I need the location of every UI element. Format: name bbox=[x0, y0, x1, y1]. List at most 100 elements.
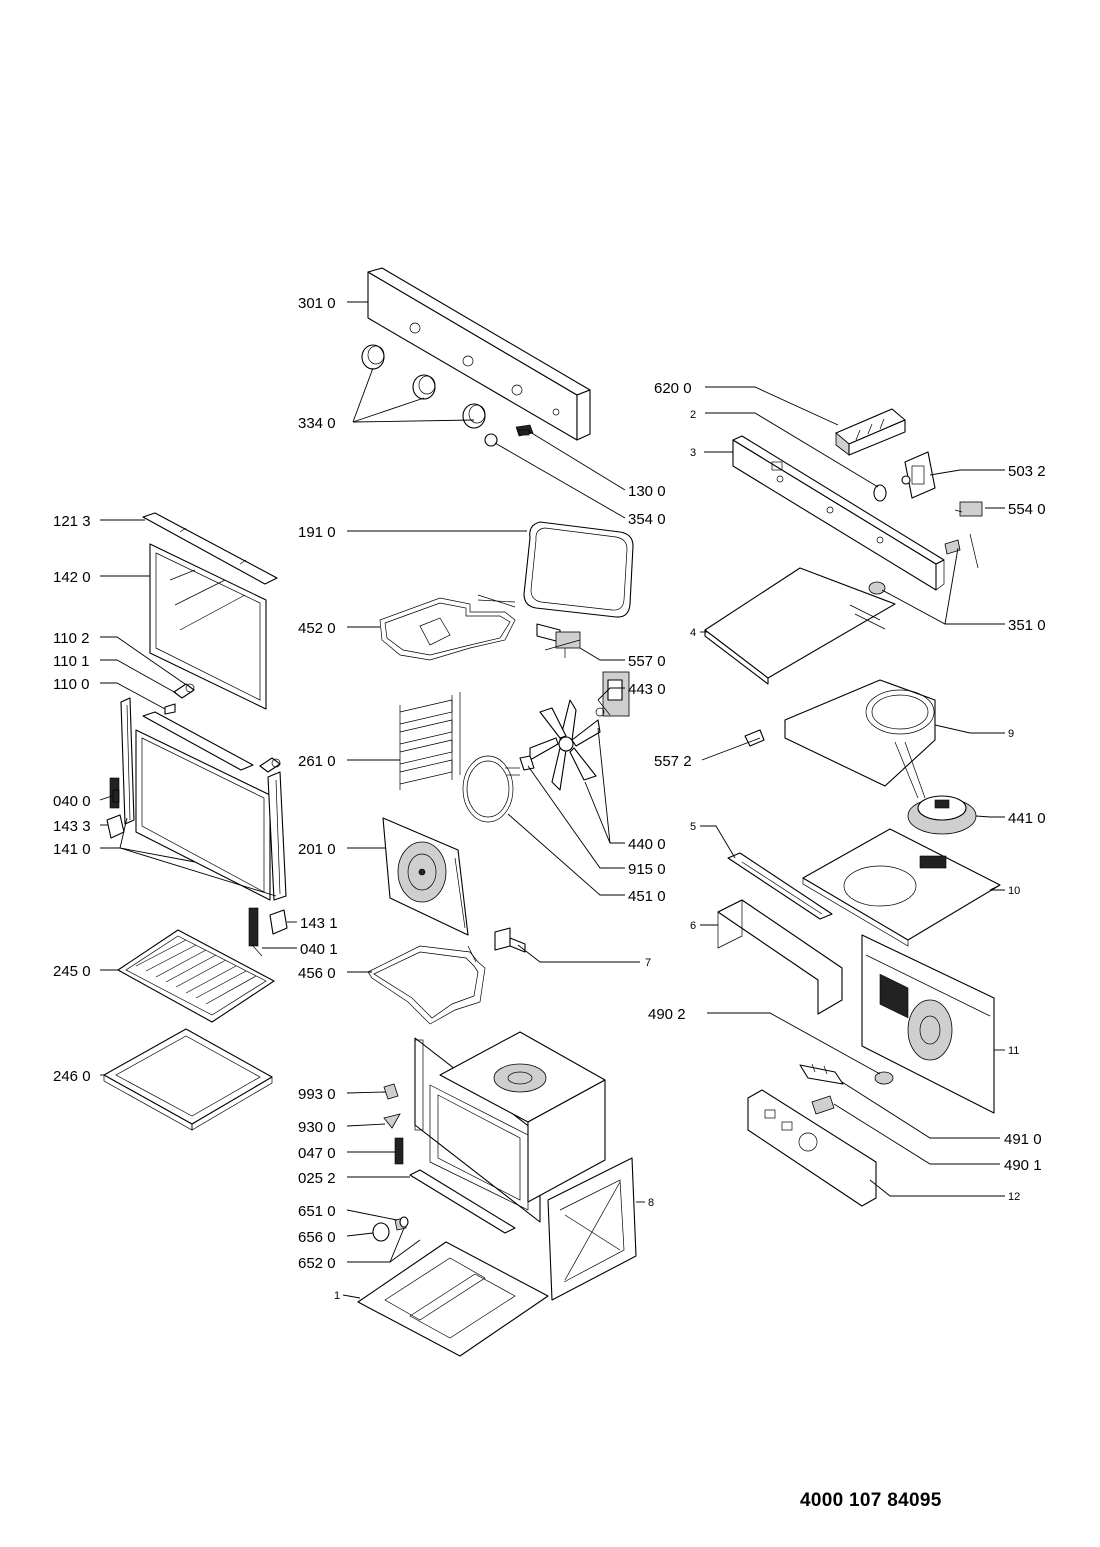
small-connector-part bbox=[383, 1083, 399, 1100]
label-143-3: 143 3 bbox=[53, 818, 91, 835]
fan-cover-part bbox=[382, 817, 469, 936]
timer-part bbox=[901, 451, 936, 499]
top-heating-element-part bbox=[379, 594, 516, 661]
hinge-clip-part bbox=[106, 814, 125, 839]
label-12: 12 bbox=[1008, 1191, 1020, 1203]
shelf-support-part bbox=[399, 692, 461, 790]
control-panel-part bbox=[367, 267, 591, 441]
upper-door-trim-part bbox=[142, 512, 278, 585]
label-5: 5 bbox=[690, 821, 696, 833]
knob-parts bbox=[361, 344, 486, 429]
control-knob-parts bbox=[372, 1216, 409, 1242]
cable-gland-part bbox=[874, 1071, 894, 1085]
label-301-0: 301 0 bbox=[298, 295, 336, 312]
back-panel-part bbox=[547, 1157, 637, 1301]
label-110-0: 110 0 bbox=[53, 676, 89, 693]
label-9: 9 bbox=[1008, 728, 1014, 740]
label-191-0: 191 0 bbox=[298, 524, 336, 541]
door-inner-bar-part bbox=[142, 711, 254, 771]
bottom-plate-part bbox=[357, 1241, 549, 1357]
label-491-0: 491 0 bbox=[1004, 1131, 1042, 1148]
label-334-0: 334 0 bbox=[298, 415, 336, 432]
door-lock-part bbox=[394, 1137, 404, 1165]
side-bracket-part bbox=[717, 899, 843, 1015]
label-915-0: 915 0 bbox=[628, 861, 666, 878]
label-557-2: 557 2 bbox=[654, 753, 692, 770]
label-201-0: 201 0 bbox=[298, 841, 336, 858]
door-hinge-part bbox=[109, 777, 120, 809]
strip-part bbox=[409, 1169, 516, 1234]
label-8: 8 bbox=[648, 1197, 654, 1209]
label-142-0: 142 0 bbox=[53, 569, 91, 586]
front-strip-part bbox=[727, 852, 833, 920]
label-452-0: 452 0 bbox=[298, 620, 336, 637]
inner-door-glass-part bbox=[135, 729, 271, 901]
label-261-0: 261 0 bbox=[298, 753, 336, 770]
thermostat-2-part bbox=[954, 501, 983, 517]
bracket-part bbox=[494, 927, 526, 953]
label-656-0: 656 0 bbox=[298, 1229, 336, 1246]
label-351-0: 351 0 bbox=[1008, 617, 1046, 634]
label-620-0: 620 0 bbox=[654, 380, 692, 397]
door-side-rail-parts bbox=[120, 697, 287, 901]
hinge-washer-parts bbox=[164, 683, 281, 773]
circular-heating-element-part bbox=[462, 755, 520, 823]
label-557-0: 557 0 bbox=[628, 653, 666, 670]
bottom-heating-element-part bbox=[367, 945, 486, 1025]
lamp-holder-part bbox=[873, 484, 887, 502]
fan-motor-part bbox=[595, 671, 630, 717]
door-gasket-part bbox=[523, 521, 634, 618]
label-503-2: 503 2 bbox=[1008, 463, 1046, 480]
label-1: 1 bbox=[334, 1290, 340, 1302]
label-652-0: 652 0 bbox=[298, 1255, 336, 1272]
label-110-2: 110 2 bbox=[53, 630, 89, 647]
door-glass-part bbox=[149, 543, 267, 710]
label-651-0: 651 0 bbox=[298, 1203, 336, 1220]
probe-part bbox=[868, 533, 979, 595]
wire-shelf-part bbox=[117, 929, 275, 1023]
fan-blade-part bbox=[529, 699, 601, 791]
label-246-0: 246 0 bbox=[53, 1068, 91, 1085]
lower-hinge-clip-part bbox=[269, 909, 288, 935]
label-930-0: 930 0 bbox=[298, 1119, 336, 1136]
terminal-block-part bbox=[799, 1063, 844, 1085]
label-451-0: 451 0 bbox=[628, 888, 666, 905]
label-130-0: 130 0 bbox=[628, 483, 666, 500]
label-440-0: 440 0 bbox=[628, 836, 666, 853]
oven-cavity-part bbox=[414, 1031, 606, 1223]
leader-lines bbox=[99, 301, 1005, 1299]
label-2: 2 bbox=[690, 409, 696, 421]
cable-clamp-part bbox=[811, 1095, 835, 1115]
label-025-2: 025 2 bbox=[298, 1170, 336, 1187]
fan-nut-part bbox=[519, 755, 535, 771]
label-110-1: 110 1 bbox=[53, 653, 89, 670]
clip-part bbox=[383, 1113, 401, 1129]
selector-switch-part bbox=[835, 408, 906, 456]
fan-housing-part bbox=[784, 679, 936, 799]
label-443-0: 443 0 bbox=[628, 681, 666, 698]
lower-hinge-part bbox=[248, 907, 263, 957]
label-141-0: 141 0 bbox=[53, 841, 91, 858]
document-number: 4000 107 84095 bbox=[800, 1490, 942, 1511]
label-490-2: 490 2 bbox=[648, 1006, 686, 1023]
label-993-0: 993 0 bbox=[298, 1086, 336, 1103]
label-3: 3 bbox=[690, 447, 696, 459]
label-456-0: 456 0 bbox=[298, 965, 336, 982]
label-4: 4 bbox=[690, 627, 696, 639]
label-143-1: 143 1 bbox=[300, 915, 338, 932]
label-11: 11 bbox=[1008, 1045, 1019, 1057]
baking-tray-part bbox=[103, 1028, 273, 1131]
label-121-3: 121 3 bbox=[53, 513, 91, 530]
label-554-0: 554 0 bbox=[1008, 501, 1046, 518]
cooling-duct-part bbox=[704, 567, 896, 685]
label-354-0: 354 0 bbox=[628, 511, 666, 528]
label-7: 7 bbox=[645, 957, 651, 969]
indicator-lamp-part bbox=[484, 433, 498, 447]
control-bracket-part bbox=[732, 435, 945, 591]
safety-thermostat-part bbox=[744, 729, 765, 747]
label-040-0: 040 0 bbox=[53, 793, 91, 810]
label-441-0: 441 0 bbox=[1008, 810, 1046, 827]
switch-part bbox=[515, 424, 534, 437]
label-6: 6 bbox=[690, 920, 696, 932]
